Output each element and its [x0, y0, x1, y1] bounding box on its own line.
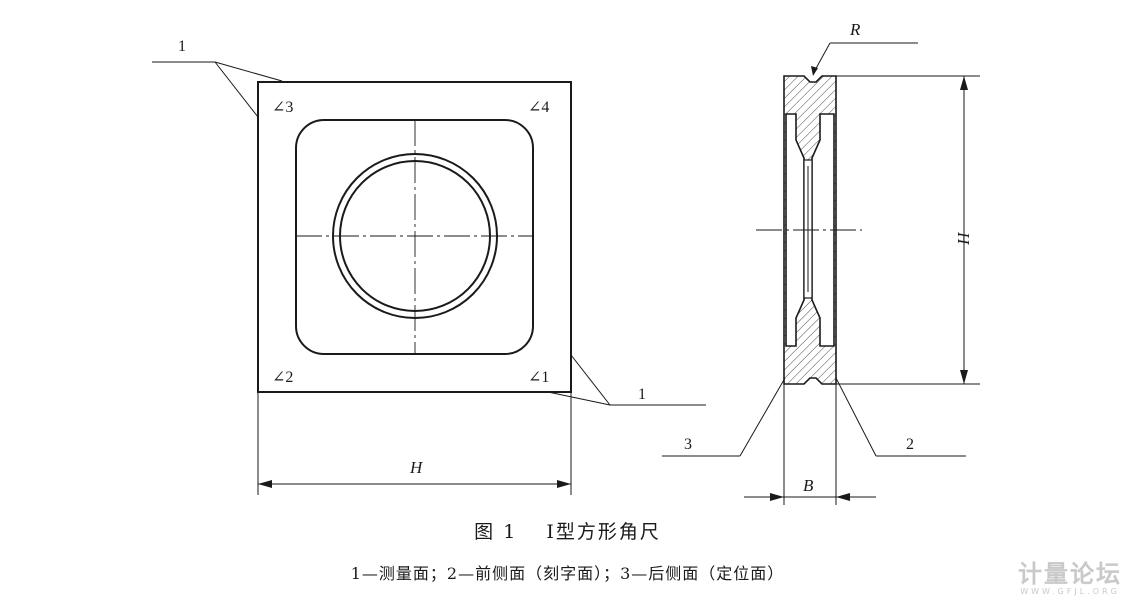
- callout-leader-line: [570, 354, 611, 406]
- callout-1-top: 1: [178, 38, 186, 55]
- radius-leader-line: [813, 42, 831, 73]
- corner-label-1: ∠1: [528, 369, 549, 386]
- arrowhead: [557, 480, 571, 488]
- arrowhead: [770, 493, 784, 501]
- arrowhead: [960, 370, 968, 384]
- callout-3: 3: [684, 436, 692, 453]
- height-dimension-label: H: [954, 231, 973, 246]
- front-view: ∠3 ∠4 ∠2 ∠1 1 1 H: [152, 38, 706, 495]
- watermark-logo: 计量论坛 WWW.GFJL.ORG: [1010, 554, 1130, 596]
- figure-title: 图 1 Ⅰ型方形角尺: [474, 521, 661, 543]
- arrowhead: [811, 66, 818, 76]
- callout-1-bottom: 1: [638, 386, 646, 403]
- inner-rounded-square: [295, 119, 534, 355]
- corner-label-3: ∠3: [272, 99, 293, 116]
- width-dimension-label: H: [409, 458, 424, 477]
- corner-label-4: ∠4: [528, 99, 549, 116]
- watermark-url: WWW.GFJL.ORG: [1020, 587, 1120, 596]
- arrowhead: [960, 76, 968, 90]
- watermark-text: 计量论坛: [1018, 560, 1122, 588]
- side-view: R H B 3 2: [662, 20, 980, 505]
- outer-square: [257, 81, 572, 393]
- arrowhead: [836, 493, 850, 501]
- thickness-dimension-label: B: [803, 476, 814, 495]
- arrowhead: [258, 480, 272, 488]
- figure-legend: 1—测量面；2—前侧面（刻字面）；3—后侧面（定位面）: [350, 564, 785, 583]
- callout-2: 2: [906, 436, 914, 453]
- corner-label-2: ∠2: [272, 369, 293, 386]
- callout-leader-line: [214, 61, 283, 82]
- radius-label: R: [849, 20, 861, 39]
- callout-leader-line: [739, 377, 786, 457]
- callout-leader-line: [835, 377, 877, 457]
- callout-leader-line: [214, 61, 259, 118]
- callout-leader-line: [547, 391, 611, 406]
